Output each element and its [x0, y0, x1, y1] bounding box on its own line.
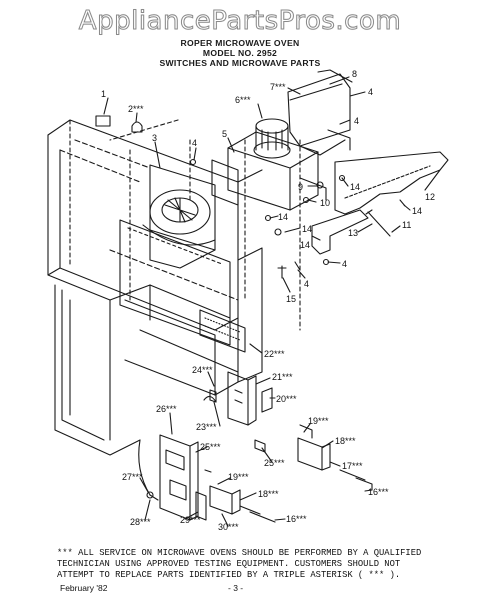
callout: 11: [402, 220, 411, 230]
callout: 3: [152, 133, 157, 143]
callout: 28***: [130, 517, 151, 527]
footer-page-number: - 3 -: [228, 583, 244, 593]
callout: 16***: [368, 487, 389, 497]
callout: 17***: [342, 461, 363, 471]
diagram-linework: [47, 69, 449, 527]
header-product: ROPER MICROWAVE OVEN: [180, 38, 300, 48]
callout: 20***: [276, 394, 297, 404]
header-section: SWITCHES AND MICROWAVE PARTS: [159, 58, 321, 68]
callout: 14: [412, 206, 422, 216]
callout: 14: [300, 240, 310, 250]
callout: 1: [101, 89, 106, 99]
part-callouts: 1 2*** 3 4 5 6*** 7*** 8 4 4 9 10 11 12 …: [101, 69, 435, 532]
service-warning-note: *** ALL SERVICE ON MICROWAVE OVENS SHOUL…: [57, 548, 422, 580]
callout: 18***: [335, 436, 356, 446]
callout: 13: [348, 228, 358, 238]
callout: 19***: [308, 416, 329, 426]
callout: 9: [298, 182, 303, 192]
callout: 23***: [196, 422, 217, 432]
callout: 12: [425, 192, 435, 202]
callout: 16***: [286, 514, 307, 524]
callout: 19***: [228, 472, 249, 482]
callout: 27***: [122, 472, 143, 482]
callout: 24***: [192, 365, 213, 375]
callout: 25***: [200, 442, 221, 452]
watermark: AppliancePartsPros.com: [78, 6, 402, 37]
callout: 26***: [156, 404, 177, 414]
callout: 14: [350, 182, 360, 192]
callout: 25***: [264, 458, 285, 468]
callout: 10: [320, 198, 330, 208]
callout: 14: [278, 212, 288, 222]
callout: 8: [352, 69, 357, 79]
callout: 6***: [235, 95, 251, 105]
callout: 4: [304, 279, 309, 289]
callout: 4: [192, 138, 197, 148]
callout: 22***: [264, 349, 285, 359]
callout: 18***: [258, 489, 279, 499]
callout: 4: [368, 87, 373, 97]
callout: 21***: [272, 372, 293, 382]
callout: 5: [222, 129, 227, 139]
callout: 2***: [128, 104, 144, 114]
callout: 30***: [218, 522, 239, 532]
callout: 4: [342, 259, 347, 269]
callout: 7***: [270, 82, 286, 92]
header-model: MODEL NO. 2952: [202, 48, 278, 58]
footer-date: February '82: [60, 583, 108, 593]
callout: 15: [286, 294, 296, 304]
callout: 4: [354, 116, 359, 126]
callout: 14: [302, 224, 312, 234]
callout: 29***: [180, 515, 201, 525]
